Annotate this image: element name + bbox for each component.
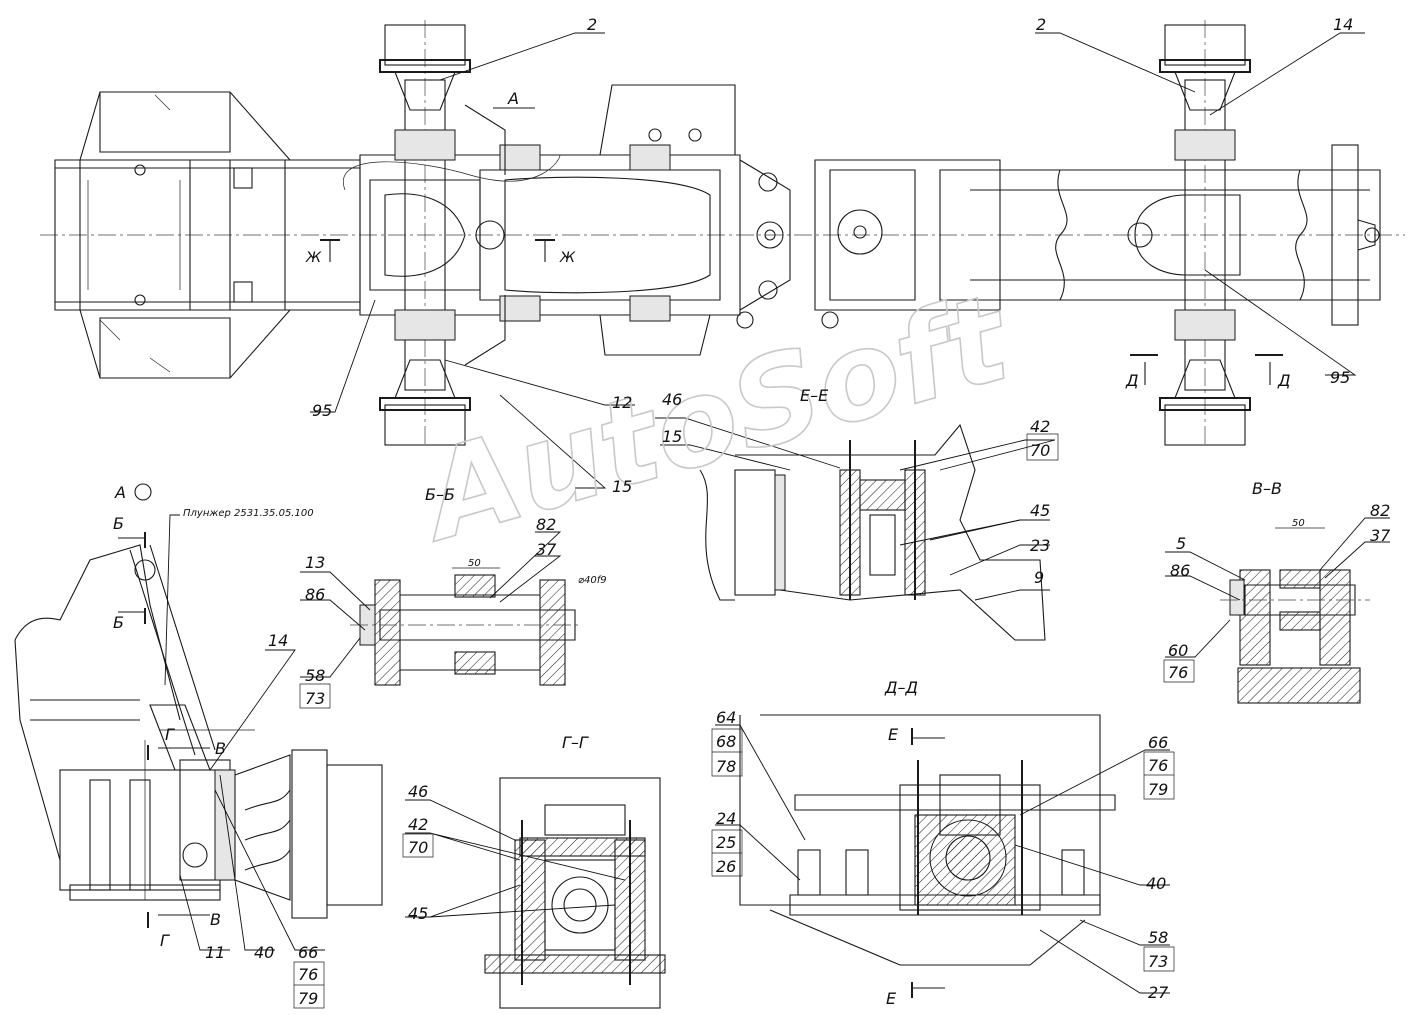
callout-95-left: 95 <box>312 401 332 420</box>
view-a <box>14 544 383 919</box>
callout-95-right: 95 <box>1330 368 1350 387</box>
callout-13: 13 <box>305 553 325 572</box>
callout-2-left: 2 <box>587 15 597 34</box>
callout-40-dd: 40 <box>1146 874 1166 893</box>
callout-24: 24 <box>716 809 736 828</box>
view-title-a: А <box>114 483 126 502</box>
mark-g-bottom: Г <box>160 931 170 950</box>
mark-v-bottom: В <box>210 910 221 929</box>
section-title-bb: Б–Б <box>425 485 455 504</box>
callout-73-bb: 73 <box>305 689 325 708</box>
callout-2-right: 2 <box>1036 15 1046 34</box>
section-title-vv: В–В <box>1252 479 1282 498</box>
dimension-50-bb: 50 <box>468 558 481 569</box>
section-vv <box>1220 569 1370 704</box>
mark-d-left: Д <box>1125 371 1139 390</box>
section-letters: А Ж Ж Д Д Б Б В В Г Г Е Е <box>113 89 1291 1008</box>
callout-14-view: 14 <box>268 631 288 650</box>
section-title-dd: Д–Д <box>884 678 918 697</box>
mark-zh-left: Ж <box>305 250 322 266</box>
callout-40-view: 40 <box>254 943 274 962</box>
callout-frames <box>293 433 1195 1009</box>
callout-60: 60 <box>1168 641 1188 660</box>
callout-76-view: 76 <box>298 965 318 984</box>
callout-45-ee: 45 <box>1030 501 1050 520</box>
mark-e-top: Е <box>888 725 899 744</box>
callout-78: 78 <box>716 757 736 776</box>
dimension-diameter-40: ⌀40f9 <box>578 575 607 586</box>
mark-b-top: Б <box>113 514 124 533</box>
notes: Плунжер 2531.35.05.100 50 ⌀40f9 50 <box>183 508 1325 586</box>
mark-d-right: Д <box>1277 371 1291 390</box>
callout-82-bb: 82 <box>536 515 556 534</box>
leader-lines <box>164 32 1390 994</box>
mark-a-top: А <box>507 89 519 108</box>
callout-79-view: 79 <box>298 989 318 1008</box>
callout-68: 68 <box>716 732 736 751</box>
callout-46-ee: 46 <box>662 390 682 409</box>
section-titles: Е–Е Б–Б В–В Г–Г Д–Д А <box>114 386 1282 752</box>
callout-15-top: 15 <box>612 477 632 496</box>
callout-76-vv: 76 <box>1168 663 1188 682</box>
callout-45-gg: 45 <box>408 904 428 923</box>
callout-11: 11 <box>205 943 225 962</box>
plunger-note: Плунжер 2531.35.05.100 <box>183 508 314 519</box>
callout-66-view: 66 <box>298 943 318 962</box>
callout-66-dd: 66 <box>1148 733 1168 752</box>
mark-zh-right: Ж <box>559 250 576 266</box>
callout-37-bb: 37 <box>536 540 557 559</box>
callout-73-dd: 73 <box>1148 952 1168 971</box>
callouts: 2 2 14 95 95 12 15 46 15 42 70 45 23 9 1… <box>205 15 1391 1008</box>
callout-82-vv: 82 <box>1370 501 1390 520</box>
callout-64: 64 <box>716 708 736 727</box>
mark-g-top: Г <box>165 725 175 744</box>
section-gg <box>484 777 666 1009</box>
mark-v-top: В <box>215 739 226 758</box>
callout-12: 12 <box>612 393 632 412</box>
callout-58-bb: 58 <box>305 666 325 685</box>
section-dd <box>739 714 1116 966</box>
top-plan-view <box>40 20 1405 446</box>
section-title-gg: Г–Г <box>562 733 589 752</box>
callout-27: 27 <box>1148 983 1169 1002</box>
callout-70-ee: 70 <box>1030 441 1050 460</box>
callout-79-dd: 79 <box>1148 780 1168 799</box>
callout-46-gg: 46 <box>408 782 428 801</box>
callout-5: 5 <box>1176 534 1186 553</box>
callout-25: 25 <box>716 833 736 852</box>
section-title-ee: Е–Е <box>800 386 829 405</box>
callout-15-ee: 15 <box>662 427 682 446</box>
callout-42-gg: 42 <box>408 815 428 834</box>
mark-e-bottom: Е <box>886 989 897 1008</box>
callout-76-dd: 76 <box>1148 756 1168 775</box>
callout-86-bb: 86 <box>305 585 325 604</box>
dimension-50-vv: 50 <box>1292 518 1305 529</box>
watermark: AutoSoft <box>403 268 1027 570</box>
callout-58-dd: 58 <box>1148 928 1168 947</box>
callout-23: 23 <box>1030 536 1050 555</box>
callout-37-vv: 37 <box>1370 526 1391 545</box>
section-bb <box>350 574 580 686</box>
mark-b-bottom: Б <box>113 613 124 632</box>
callout-14-top: 14 <box>1333 15 1353 34</box>
callout-42-ee: 42 <box>1030 417 1050 436</box>
callout-9: 9 <box>1034 568 1044 587</box>
section-ee <box>699 423 1046 641</box>
callout-26: 26 <box>716 857 736 876</box>
section-cut-marks <box>118 107 1283 998</box>
callout-70-gg: 70 <box>408 838 428 857</box>
callout-86-vv: 86 <box>1170 561 1190 580</box>
